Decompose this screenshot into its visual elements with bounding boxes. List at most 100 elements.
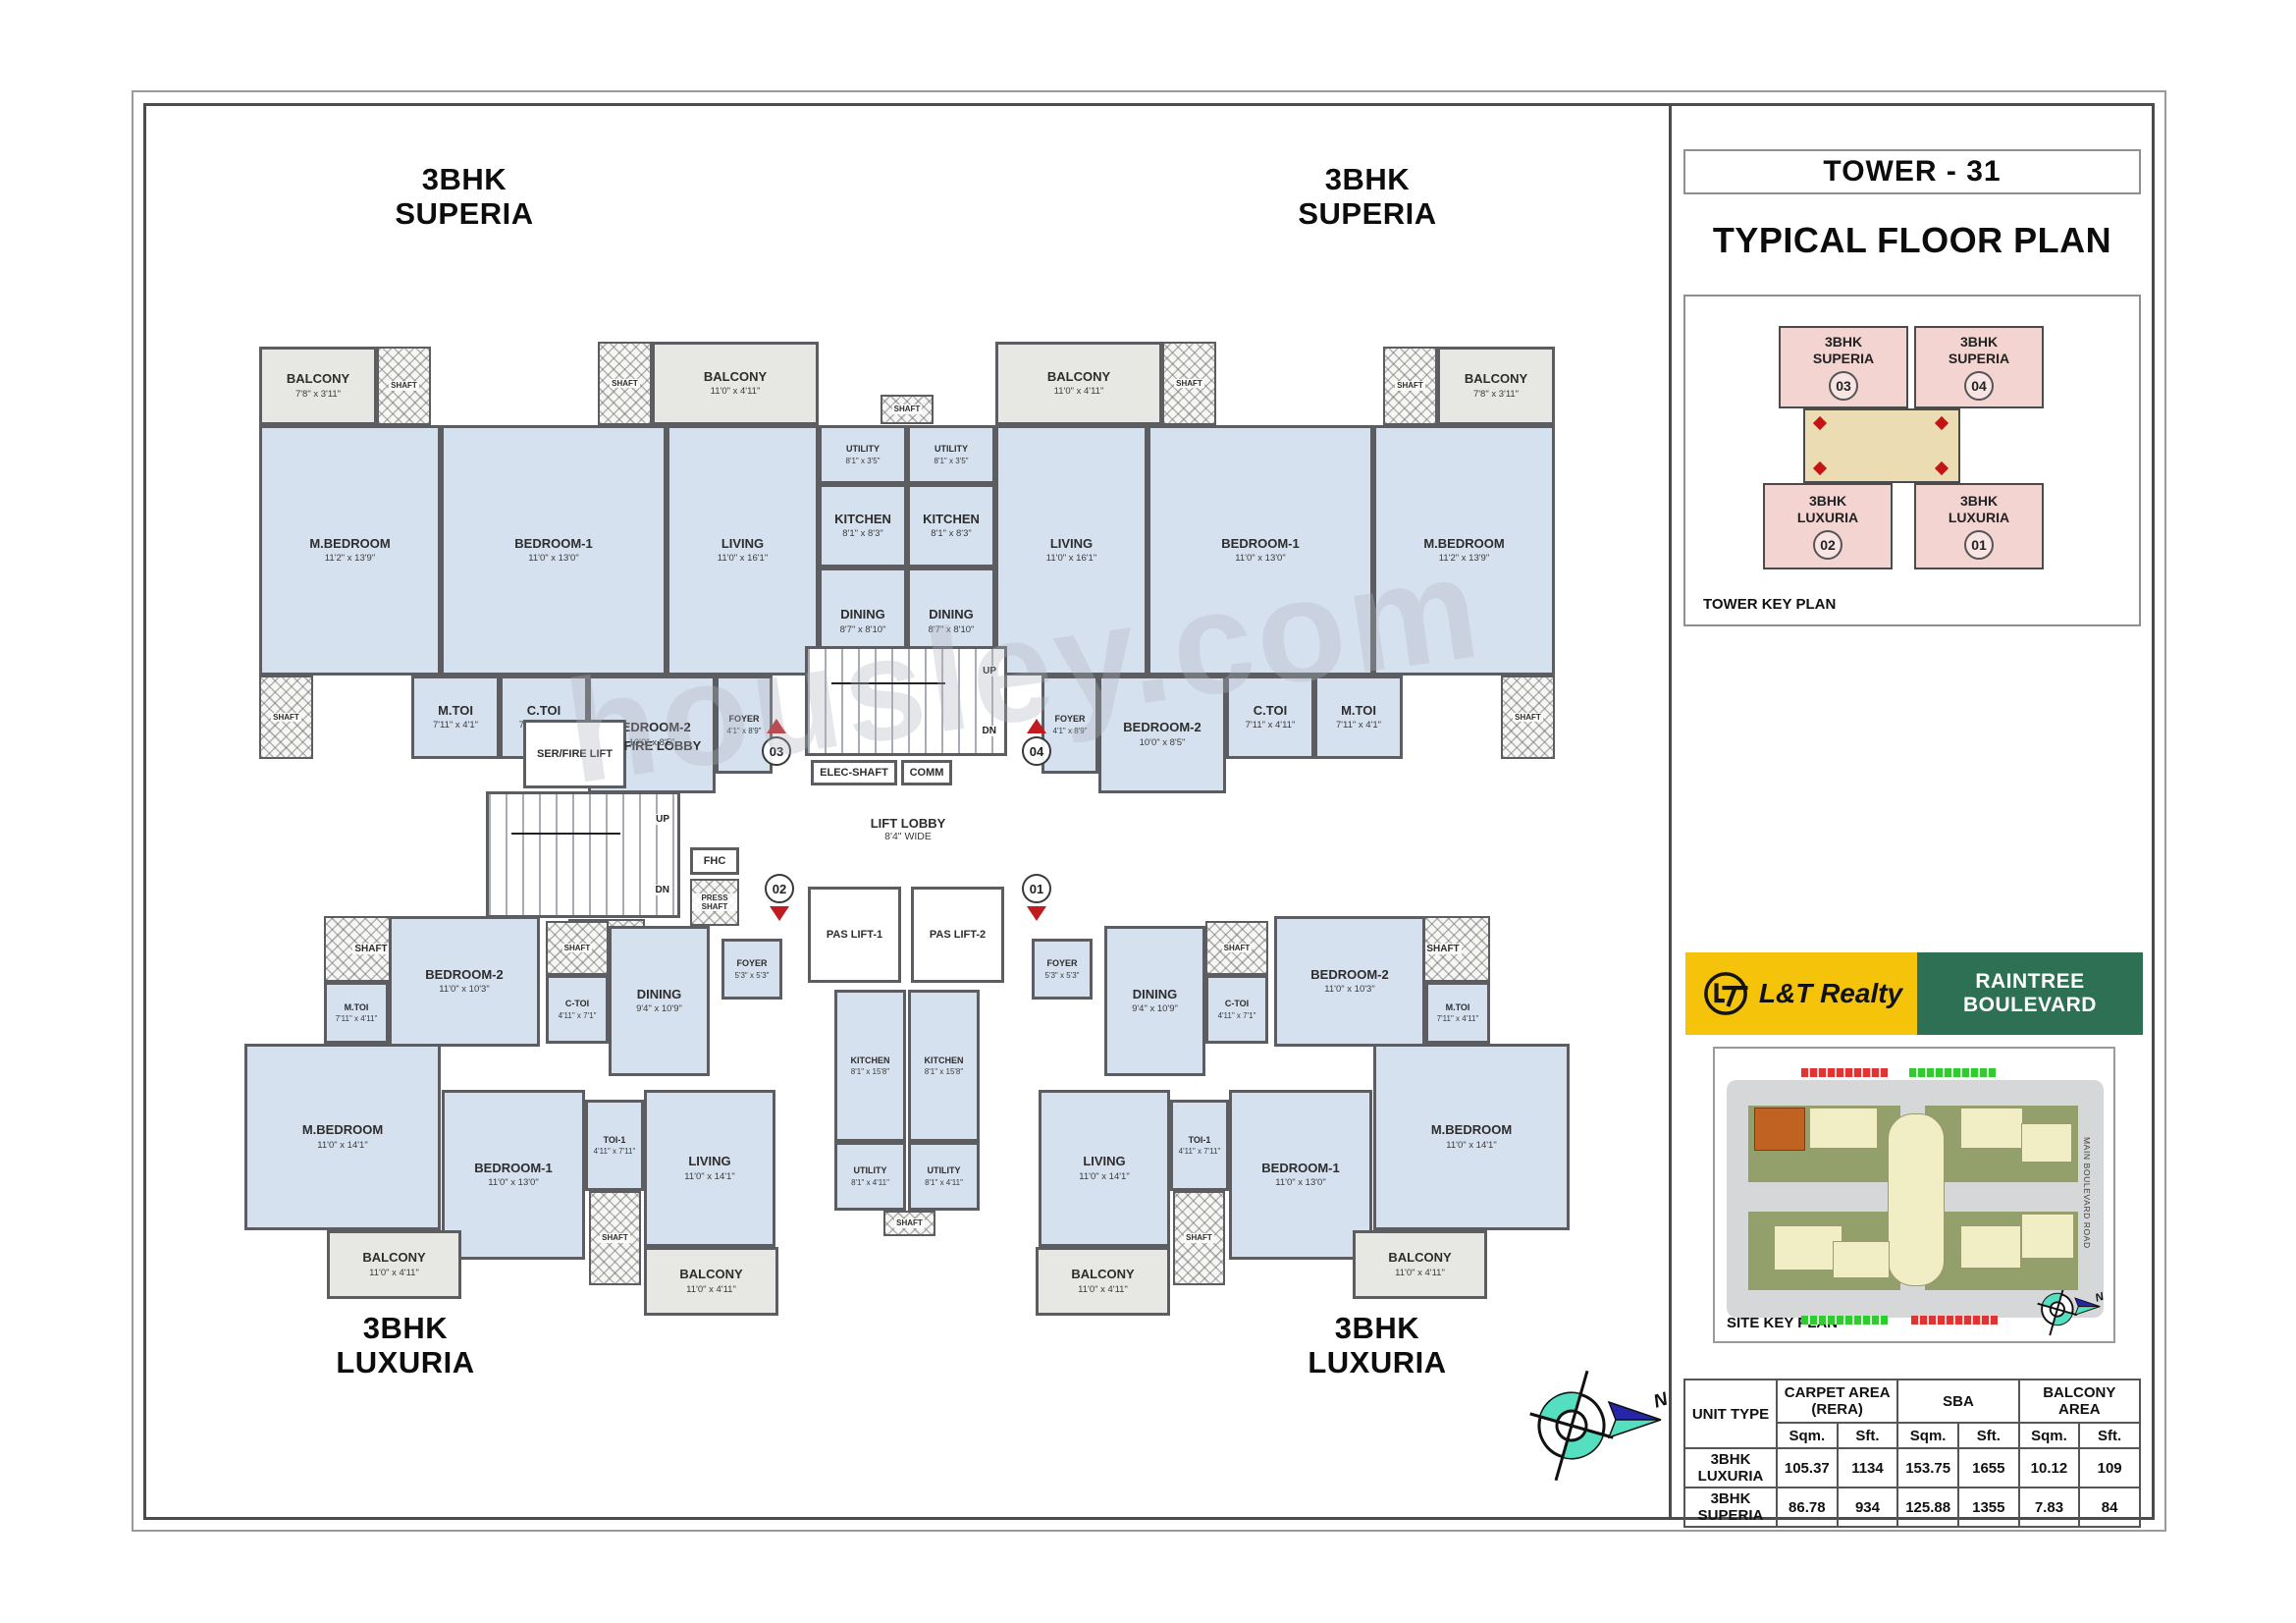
main-boulevard-road-label: MAIN BOULEVARD ROAD xyxy=(2082,1137,2092,1249)
l01-shaft-3: SHAFT xyxy=(1173,1191,1225,1285)
l01-shaft-2: SHAFT xyxy=(1205,921,1268,975)
site-building xyxy=(1960,1108,2023,1149)
s04-balcony-2-label: BALCONY xyxy=(1046,368,1111,384)
keyplan-unit-04-number: 04 xyxy=(1964,370,1994,401)
l02-shaft-3: SHAFT xyxy=(589,1191,641,1285)
project-banner: RAINTREE BOULEVARD xyxy=(1917,952,2143,1035)
project-name-label: RAINTREE BOULEVARD xyxy=(1963,970,2097,1016)
site-building xyxy=(1833,1241,1890,1278)
l02-kitchen-dim: 8'1" x 15'8" xyxy=(850,1067,890,1077)
l01-toi1-label: TOI-1 xyxy=(1188,1134,1211,1145)
entry-arrow-down-icon xyxy=(1027,906,1046,921)
l01-bedroom1-label: BEDROOM-1 xyxy=(1261,1160,1340,1175)
s04-bedroom2-label: BEDROOM-2 xyxy=(1123,720,1201,735)
site-building xyxy=(2021,1123,2072,1163)
s04-mbedroom-dim: 11'2" x 13'9" xyxy=(1438,553,1490,565)
lnt-logo-icon xyxy=(1704,972,1748,1015)
table-header-unit-type: UNIT TYPE xyxy=(1683,1379,1778,1449)
lnt-realty-banner: L&T Realty xyxy=(1685,952,1917,1035)
s03-balcony-1-label: BALCONY xyxy=(286,371,350,387)
core-foyer-left-label: FOYER xyxy=(736,958,768,969)
l01-shaft-1-label: SHAFT xyxy=(1424,943,1462,955)
north-compass-icon: N xyxy=(1529,1370,1672,1482)
l01-ctoi-label: C-TOI xyxy=(1224,999,1250,1009)
table-row-0-value-1: 1134 xyxy=(1836,1447,1899,1488)
keyplan-unit-01-line2: LUXURIA xyxy=(1948,510,2010,525)
l02-ctoi-label: C-TOI xyxy=(564,999,590,1009)
s03-shaft-3-label: SHAFT xyxy=(271,712,301,723)
title-superia-right-line1: 3BHK xyxy=(1324,162,1411,196)
s04-balcony-2-dim: 11'0" x 4'11" xyxy=(1053,386,1104,398)
table-row-1-value-4: 7.83 xyxy=(2017,1487,2081,1528)
l02-shaft-1-label: SHAFT xyxy=(352,943,390,955)
s04-shaft-2: SHAFT xyxy=(1162,342,1216,425)
table-row-1-value-1: 934 xyxy=(1836,1487,1899,1528)
s04-bedroom1-dim: 11'0" x 13'0" xyxy=(1235,553,1286,565)
core-shaft-bottom-label: SHAFT xyxy=(894,1218,925,1228)
lift-lobby-label-sub: 8'4" WIDE xyxy=(884,830,932,842)
keyplan-unit-04-line2: SUPERIA xyxy=(1948,351,2010,366)
s04-mtoi-label: M.TOI xyxy=(1341,702,1376,718)
core-pas-lift-1: PAS LIFT-1 xyxy=(808,887,901,983)
table-row-1-value-5: 84 xyxy=(2078,1487,2141,1528)
entry-arrow-up-icon xyxy=(767,719,786,733)
s04-utility-dim: 8'1" x 3'5" xyxy=(934,456,969,465)
site-parking-strip xyxy=(1909,1068,1996,1077)
l01-balcony-2-label: BALCONY xyxy=(1071,1267,1135,1282)
l02-toi1-label: TOI-1 xyxy=(603,1134,626,1145)
s04-bedroom2-dim: 10'0" x 8'5" xyxy=(1139,736,1186,748)
lift-lobby-label-text: LIFT LOBBY xyxy=(870,815,946,831)
l02-bedroom1-dim: 11'0" x 13'0" xyxy=(488,1177,539,1189)
title-superia-left-line2: SUPERIA xyxy=(395,195,534,231)
unit-marker-01: 01 xyxy=(1022,874,1051,921)
table-subheader-2-0: Sqm. xyxy=(2017,1422,2081,1449)
panel-divider xyxy=(1669,106,1672,1517)
s03-utility-dim: 8'1" x 3'5" xyxy=(845,456,881,465)
title-luxuria-right-line2: LUXURIA xyxy=(1308,1344,1447,1380)
site-parking-strip xyxy=(1911,1316,1998,1325)
table-row-1-value-2: 125.88 xyxy=(1896,1487,1959,1528)
title-luxuria-left-line2: LUXURIA xyxy=(336,1344,475,1380)
l01-balcony-1-label: BALCONY xyxy=(1388,1250,1452,1266)
s03-utility-label: UTILITY xyxy=(846,444,880,455)
side-panel: TOWER - 31 TYPICAL FLOOR PLAN 3BHK SUPER… xyxy=(1672,106,2152,1528)
s03-mbedroom-label: M.BEDROOM xyxy=(309,535,391,551)
fire-lobby-label-text: FIRE LOBBY xyxy=(623,737,702,753)
keyplan-unit-02-number: 02 xyxy=(1813,529,1842,560)
core-shaft-top: SHAFT xyxy=(881,395,934,424)
tower-title: TOWER - 31 xyxy=(1683,149,2141,194)
keyplan-unit-02: 3BHK LUXURIA 02 xyxy=(1763,483,1893,569)
s03-shaft-1-label: SHAFT xyxy=(389,381,419,391)
l02-dining-dim: 9'4" x 10'9" xyxy=(636,1003,682,1015)
keyplan-unit-02-line2: LUXURIA xyxy=(1796,510,1859,525)
entry-arrow-down-icon xyxy=(770,906,789,921)
table-row-0-value-5: 109 xyxy=(2078,1447,2141,1488)
title-luxuria-right-line1: 3BHK xyxy=(1334,1311,1420,1345)
l02-balcony-1-label: BALCONY xyxy=(362,1250,426,1266)
s03-bedroom2-label: BEDROOM-2 xyxy=(613,720,691,735)
core-fhc-label: FHC xyxy=(703,854,726,867)
core-shaft-bottom: SHAFT xyxy=(883,1211,935,1236)
table-subheader-1-0: Sqm. xyxy=(1896,1422,1959,1449)
l02-living-dim: 11'0" x 14'1" xyxy=(684,1170,735,1182)
core-foyer-right-dim: 5'3" x 5'3" xyxy=(1044,970,1080,980)
s04-balcony-1-dim: 7'8" x 3'11" xyxy=(1472,388,1520,400)
north-label: N xyxy=(1651,1388,1672,1413)
s03-shaft-2: SHAFT xyxy=(598,342,652,425)
